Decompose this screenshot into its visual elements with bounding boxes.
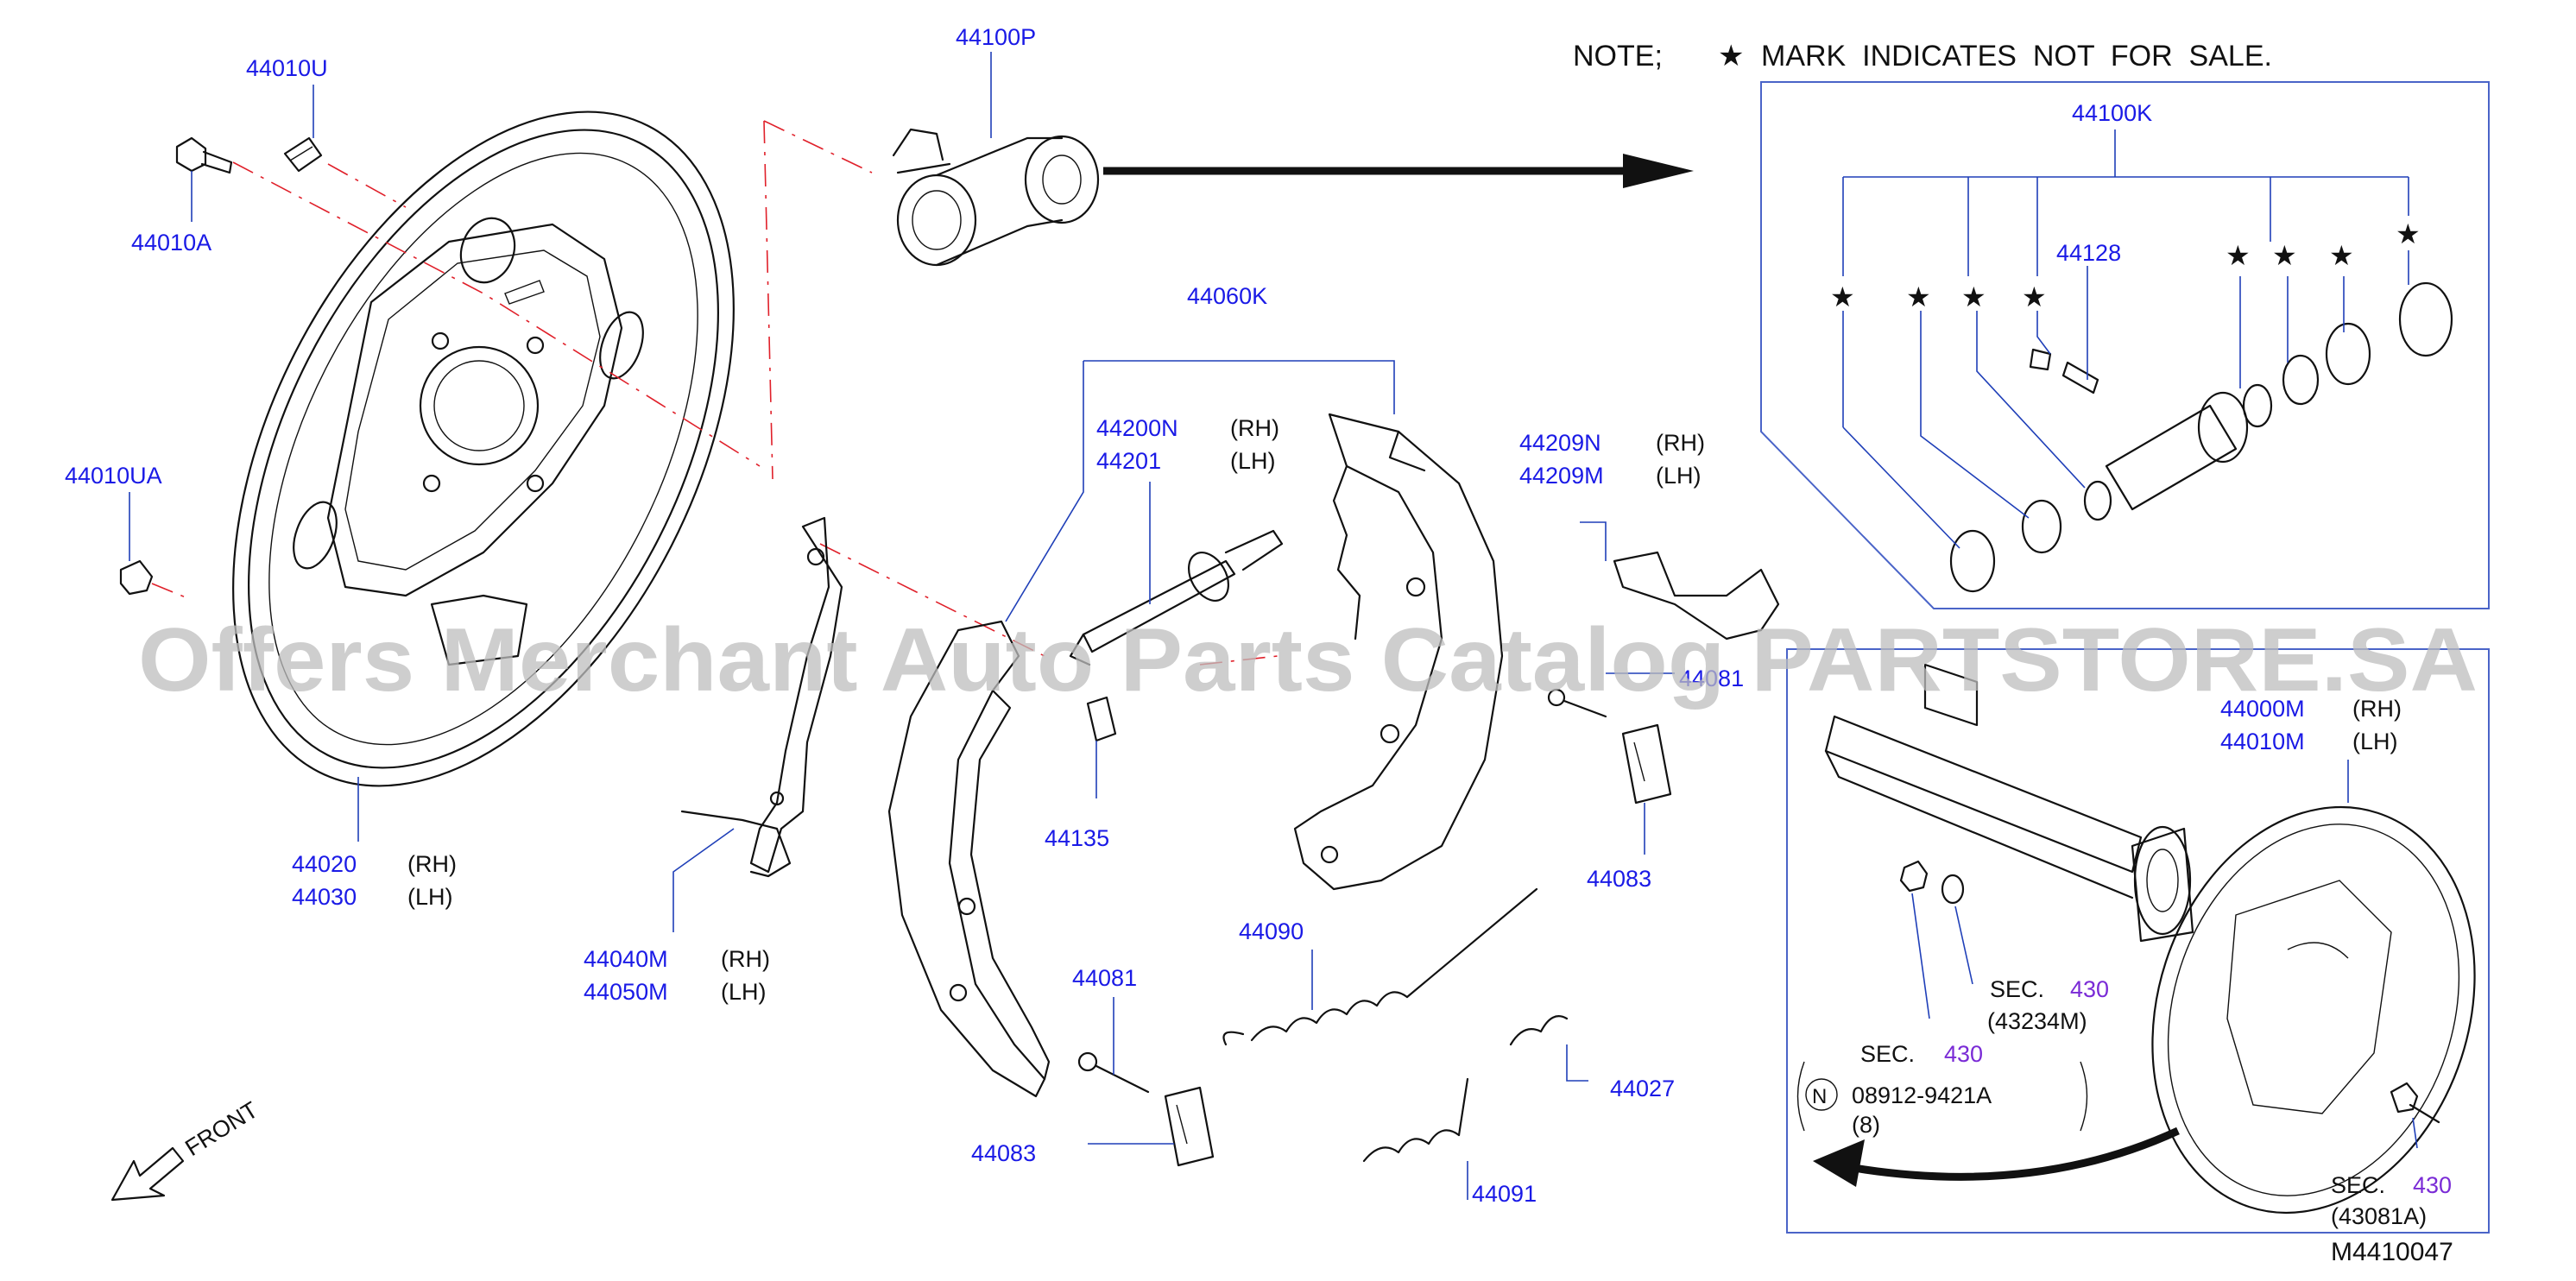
pin-44081-right[interactable] (1547, 688, 1607, 718)
not-for-sale-stars: ★ ★ ★ ★ ★ ★ ★ ★ (1830, 218, 2421, 312)
spring-cap-44083-right[interactable] (1621, 723, 1672, 805)
sec-label: SEC. (1860, 1041, 1915, 1067)
note-text: MARK INDICATES NOT FOR SALE. (1761, 40, 2272, 73)
nut-symbol-circle (1805, 1078, 1838, 1111)
kit-box-44100k (1760, 81, 2490, 609)
label-44128[interactable]: 44128 (2056, 240, 2121, 266)
diagram-code: M4410047 (2331, 1238, 2453, 1266)
explode-arrow (1103, 154, 1694, 188)
return-arrow (1813, 1126, 2180, 1187)
label-rh: (RH) (721, 946, 770, 972)
label-44083-right[interactable]: 44083 (1587, 866, 1651, 892)
wheel-cylinder-44100p[interactable] (892, 128, 1100, 267)
label-44060k[interactable]: 44060K (1187, 283, 1267, 309)
sec-number[interactable]: 430 (1944, 1041, 1983, 1067)
label-44100p[interactable]: 44100P (956, 24, 1036, 50)
centerlines (151, 120, 1279, 666)
label-rh: (RH) (1656, 430, 1705, 456)
star-icon: ★ (2272, 240, 2297, 271)
front-label: FRONT (180, 1096, 262, 1161)
star-icon: ★ (2329, 240, 2354, 271)
spring-44027[interactable] (1509, 1015, 1569, 1046)
label-44040m[interactable]: 44040M (584, 946, 668, 972)
spring-44090[interactable] (1222, 887, 1538, 1046)
nut-washer (1899, 860, 1965, 905)
label-44000m[interactable]: 44000M (2220, 696, 2305, 722)
label-44027[interactable]: 44027 (1610, 1076, 1675, 1101)
axle-backing-plate (2151, 805, 2476, 1215)
axle-bolt (2390, 1082, 2440, 1124)
star-icon: ★ (1906, 281, 1931, 312)
label-44083-left[interactable]: 44083 (971, 1140, 1036, 1166)
label-44020[interactable]: 44020 (292, 851, 357, 877)
bracket-44209n[interactable] (1613, 551, 1780, 640)
kit-parts (1949, 281, 2453, 593)
label-44010ua[interactable]: 44010UA (65, 463, 162, 489)
label-44081-left[interactable]: 44081 (1072, 965, 1137, 991)
sec-number[interactable]: 430 (2070, 976, 2109, 1002)
parking-lever-44040m[interactable] (680, 516, 843, 878)
label-lh: (LH) (2352, 729, 2398, 754)
spring-cap-44083-left[interactable] (1164, 1086, 1215, 1167)
label-44030[interactable]: 44030 (292, 884, 357, 910)
watermark: Offers Merchant Auto Parts Catalog PARTS… (138, 610, 2478, 710)
callout-bracket-right (2080, 1061, 2088, 1132)
label-44050m[interactable]: 44050M (584, 979, 668, 1005)
nut-part-number[interactable]: 08912-9421A (1852, 1082, 1992, 1108)
label-lh: (LH) (1230, 448, 1276, 474)
brake-shoe-left[interactable] (887, 620, 1051, 1098)
sec-number[interactable]: 430 (2413, 1172, 2452, 1198)
plug-44010ua[interactable] (119, 559, 154, 596)
pin-44081-left[interactable] (1077, 1051, 1150, 1094)
star-icon: ★ (2396, 218, 2421, 249)
label-44209m[interactable]: 44209M (1519, 463, 1604, 489)
note-star-icon: ★ (1718, 40, 1744, 73)
label-rh: (RH) (1230, 415, 1279, 441)
clip-44135[interactable] (1086, 696, 1117, 742)
brake-shoe-right[interactable] (1293, 413, 1504, 891)
label-44135[interactable]: 44135 (1045, 825, 1109, 851)
label-44209n[interactable]: 44209N (1519, 430, 1601, 456)
section-refs: SEC. 430 (43234M) SEC. 430 N 08912-9421A… (1805, 976, 2452, 1229)
part-labels: 44010U 44010A 44010UA 44100P 44020 (RH) … (65, 24, 2402, 1207)
label-rh: (RH) (407, 851, 457, 877)
axle-beam (1824, 663, 2194, 943)
star-icon: ★ (1961, 281, 1986, 312)
leader-lines (129, 52, 2418, 1200)
label-44010m[interactable]: 44010M (2220, 729, 2305, 754)
label-rh: (RH) (2352, 696, 2402, 722)
nut-quantity: (8) (1852, 1112, 1880, 1138)
callout-bracket-left (1796, 1061, 1805, 1132)
star-icon: ★ (2022, 281, 2047, 312)
sec-label: SEC. (1990, 976, 2044, 1002)
label-lh: (LH) (407, 884, 453, 910)
star-icon: ★ (2226, 240, 2251, 271)
label-44010u[interactable]: 44010U (246, 55, 328, 81)
label-44200n[interactable]: 44200N (1096, 415, 1178, 441)
label-44090[interactable]: 44090 (1239, 918, 1304, 944)
label-44201[interactable]: 44201 (1096, 448, 1161, 474)
label-lh: (LH) (1656, 463, 1702, 489)
star-icon: ★ (1830, 281, 1855, 312)
label-lh: (LH) (721, 979, 767, 1005)
note-prefix: NOTE; (1573, 40, 1663, 73)
sec-sub-43234m: (43234M) (1987, 1008, 2087, 1034)
clip-44010u[interactable] (283, 136, 323, 173)
label-44010a[interactable]: 44010A (131, 230, 212, 256)
label-44091[interactable]: 44091 (1472, 1181, 1537, 1207)
axle-box (1786, 648, 2490, 1234)
bolt-44010a[interactable] (175, 136, 233, 174)
label-44100k[interactable]: 44100K (2072, 100, 2152, 126)
sec-sub-43081a: (43081A) (2331, 1203, 2427, 1229)
adjuster-44200n[interactable] (1069, 529, 1284, 666)
note: NOTE; ★ MARK INDICATES NOT FOR SALE. (1573, 40, 2272, 73)
front-indicator: FRONT (110, 1096, 262, 1202)
backing-plate[interactable] (130, 30, 837, 868)
sec-label: SEC. (2331, 1172, 2385, 1198)
label-44081-right[interactable]: 44081 (1679, 666, 1744, 691)
spring-44091[interactable] (1362, 1077, 1469, 1163)
nut-symbol: N (1812, 1085, 1827, 1108)
